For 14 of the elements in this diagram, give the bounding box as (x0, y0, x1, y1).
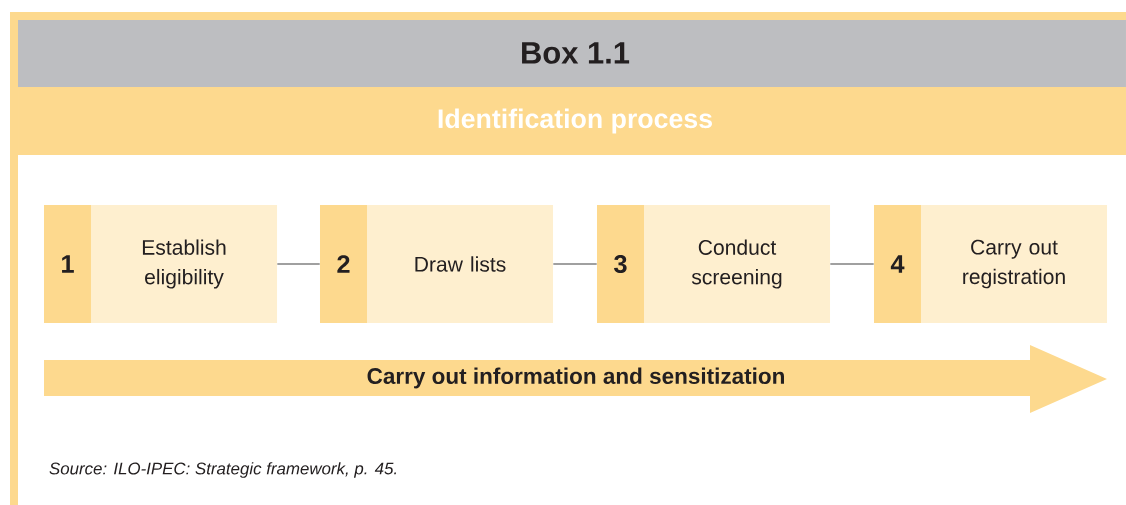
step-number: 3 (614, 255, 627, 273)
step-text: Conduct screening (691, 239, 782, 289)
step-number: 1 (62, 255, 74, 273)
step-text: Draw lists (415, 256, 506, 272)
connector-line (552, 263, 598, 265)
subtitle: Identification process (438, 108, 712, 134)
source-note: Source: ILO-IPEC: Strategic framework, p. 45. (49, 462, 397, 478)
step-number: 4 (890, 255, 905, 273)
connector-line (276, 263, 321, 265)
step-text: Carry out registration (963, 239, 1065, 289)
title-band: Box 1.1 (18, 20, 1126, 87)
connector-line (829, 263, 875, 265)
step-number: 2 (337, 255, 350, 273)
step-text: Establish eligibility (142, 239, 226, 289)
